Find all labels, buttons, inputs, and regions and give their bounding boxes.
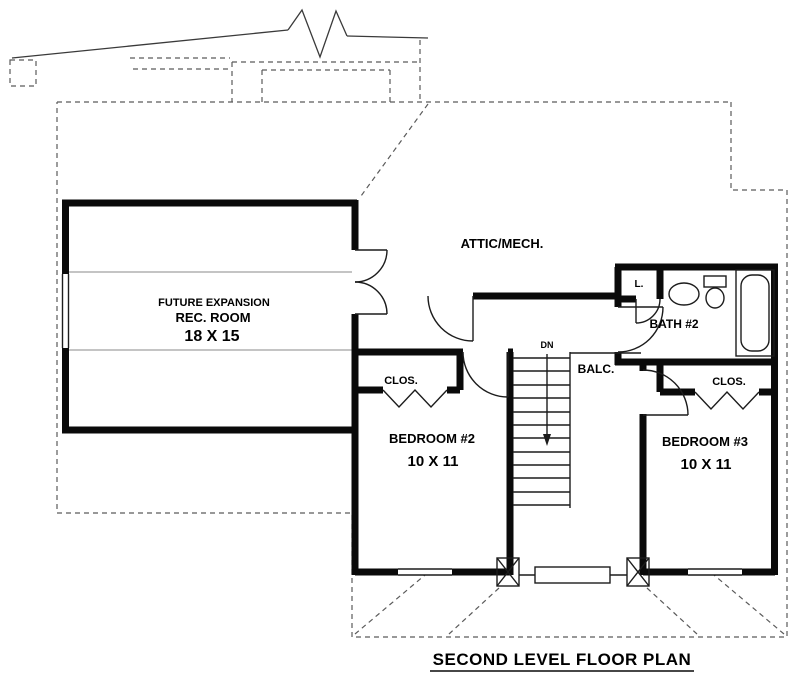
- post-right: [626, 557, 650, 587]
- bedroom2-dimensions: 10 X 11: [408, 453, 459, 470]
- bedroom2-door: [462, 351, 509, 398]
- rec-room-dimensions: 18 X 15: [184, 328, 239, 345]
- bedroom2-closet-label: CLOS.: [384, 375, 418, 387]
- linen-closet-door: [635, 298, 661, 324]
- post-left: [496, 557, 520, 587]
- bedroom3-dimensions: 10 X 11: [681, 456, 732, 473]
- bedroom2-closet-bifold-door: [382, 388, 448, 409]
- bedroom3-label: BEDROOM #3: [662, 434, 748, 449]
- rec-room-double-door: [354, 249, 388, 315]
- toilet-icon: [703, 275, 727, 309]
- rec-room-label-line2: REC. ROOM: [175, 310, 250, 325]
- bedroom2-label: BEDROOM #2: [389, 431, 475, 446]
- rec-room-label-line1: FUTURE EXPANSION: [158, 297, 270, 309]
- bedroom3-door: [642, 369, 689, 416]
- roof-valley-lines-dashed: [354, 103, 785, 635]
- hall-door: [427, 295, 474, 342]
- plan-title-text: SECOND LEVEL FLOOR PLAN: [433, 650, 692, 669]
- staircase: [513, 352, 641, 508]
- bedroom3-closet-label: CLOS.: [712, 376, 746, 388]
- ceiling-break-lines: [68, 271, 352, 351]
- doors: [354, 249, 760, 416]
- bath-fixtures: [668, 269, 775, 357]
- sink-icon: [668, 282, 700, 306]
- bath-door: [617, 306, 664, 353]
- walls: [62, 199, 778, 576]
- porch-posts: [496, 557, 650, 587]
- attic-label: ATTIC/MECH.: [461, 236, 544, 251]
- down-arrow: [543, 354, 551, 446]
- center-window: [534, 566, 611, 584]
- balcony-label: BALC.: [578, 362, 615, 376]
- room-labels: ATTIC/MECH. FUTURE EXPANSION REC. ROOM 1…: [158, 236, 748, 473]
- plan-title: SECOND LEVEL FLOOR PLAN: [430, 650, 694, 672]
- bath-label: BATH #2: [649, 317, 698, 331]
- bedroom3-closet-bifold-door: [694, 390, 760, 411]
- stairs-dn-label: DN: [541, 340, 554, 350]
- linen-label: L.: [635, 279, 644, 290]
- windows: [61, 274, 742, 576]
- roof-outline-dashed: [9, 40, 788, 638]
- roof-ridge-break-sketch: [11, 8, 429, 59]
- bathtub-icon: [735, 269, 775, 357]
